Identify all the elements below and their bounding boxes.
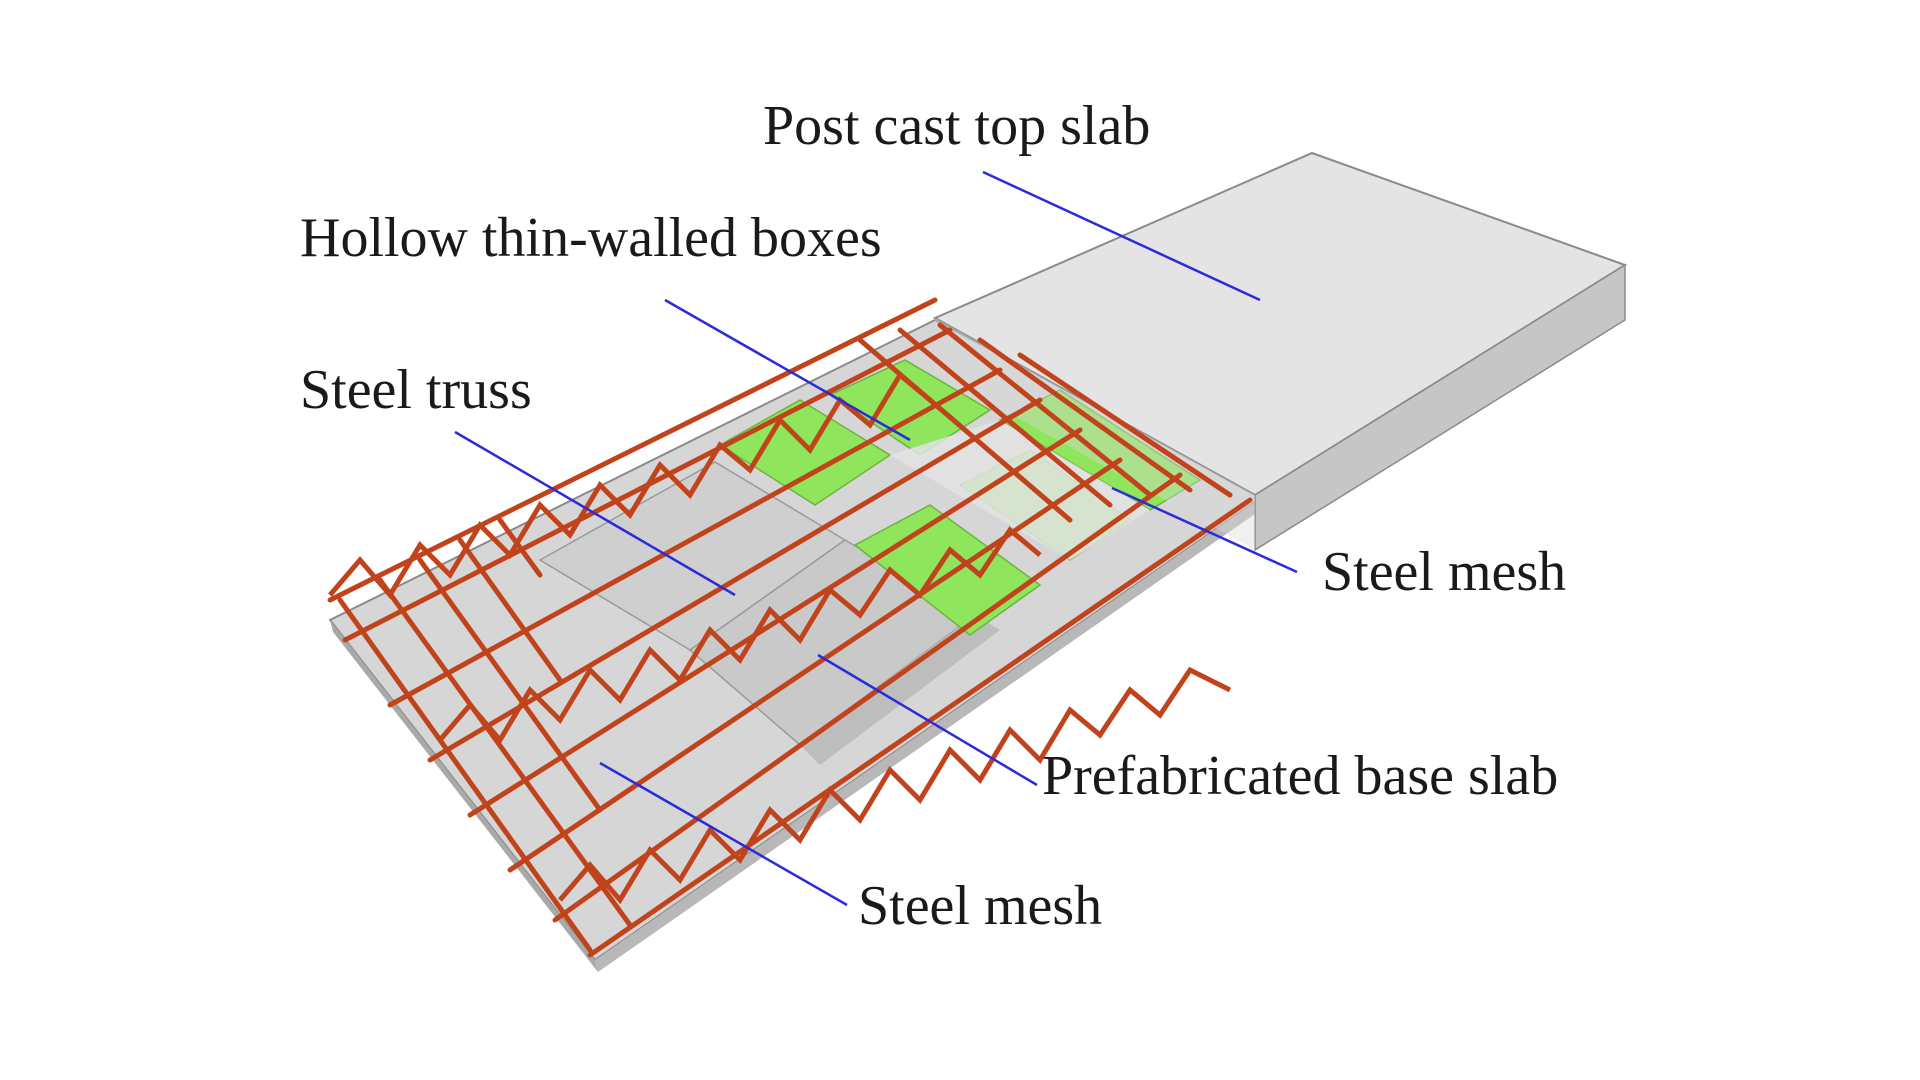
label-steel-mesh-upper: Steel mesh	[1322, 541, 1567, 603]
leader-line-mesh-lower	[599, 761, 848, 907]
base-slab-panels	[538, 461, 1000, 765]
label-hollow-thin-walled-boxes: Hollow thin-walled boxes	[300, 207, 882, 269]
steel-truss	[328, 371, 1232, 905]
label-prefabricated-base-slab: Prefabricated base slab	[1042, 745, 1559, 807]
leader-line-mesh-upper	[1111, 486, 1298, 574]
leader-line-top-slab	[982, 170, 1261, 302]
post-cast-top-slab	[932, 151, 1628, 552]
leader-line-truss	[454, 430, 736, 597]
leader-line-boxes	[664, 298, 911, 442]
leader-lines	[454, 170, 1298, 907]
label-steel-truss: Steel truss	[300, 359, 532, 421]
label-steel-mesh-lower: Steel mesh	[858, 875, 1103, 937]
label-post-cast-top-slab: Post cast top slab	[763, 95, 1151, 157]
leader-line-base-slab	[817, 653, 1038, 787]
steel-mesh	[327, 297, 1253, 958]
